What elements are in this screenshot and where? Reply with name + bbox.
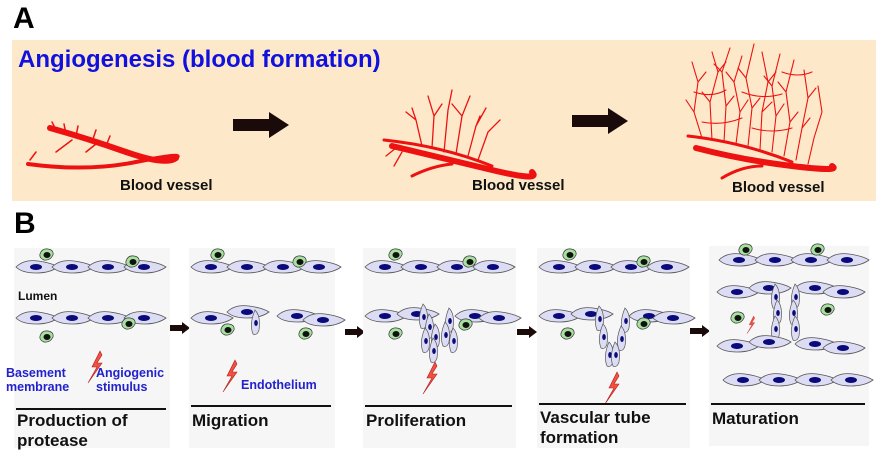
right-arrow-icon — [690, 325, 710, 337]
angiogenesis-banner: Angiogenesis (blood formation) Blood ves… — [12, 40, 876, 201]
stage-divider — [711, 403, 865, 405]
blood-vessel-stage-3 — [685, 43, 837, 180]
endothelial-cells-illustration — [716, 243, 869, 396]
stage-divider — [16, 408, 166, 410]
vessel-caption-1: Blood vessel — [120, 177, 213, 194]
right-arrow-icon — [572, 108, 628, 134]
angiogenic-stimulus-bolt-icon — [746, 315, 755, 334]
stage-migration: Endothelium Migration — [189, 248, 346, 448]
stage-divider — [539, 403, 686, 405]
angiogenic-stimulus-label: Angiogenic stimulus — [96, 366, 165, 394]
endothelial-cells-illustration — [538, 248, 696, 405]
right-arrow-icon — [170, 322, 190, 334]
stage-title: Production of protease — [17, 411, 128, 450]
right-arrow-icon — [517, 326, 537, 338]
stage-title: Proliferation — [366, 411, 467, 430]
right-arrow-icon — [345, 326, 365, 338]
stage-proliferation: Proliferation — [363, 248, 522, 448]
angiogenic-stimulus-bolt-icon — [604, 371, 620, 405]
stage-vascular-tube-formation: Vascular tube formation — [537, 248, 696, 448]
angiogenic-stimulus-bolt-icon — [222, 359, 238, 393]
stage-title: Vascular tube formation — [540, 408, 651, 447]
blood-vessel-stage-1 — [26, 121, 180, 170]
stage-production-of-protease: Lumen Basement membrane Angiogenic stimu… — [6, 248, 170, 450]
vessel-caption-3: Blood vessel — [732, 179, 825, 196]
stage-maturation: Maturation — [709, 243, 869, 446]
lumen-label: Lumen — [18, 289, 58, 303]
stage-divider — [191, 405, 331, 407]
basement-membrane-label: Basement membrane — [6, 366, 70, 394]
stage-title: Migration — [192, 411, 269, 430]
vessel-caption-2: Blood vessel — [472, 177, 565, 194]
stage-title: Maturation — [712, 409, 799, 428]
endothelial-cells-illustration — [190, 248, 346, 393]
angiogenic-stimulus-bolt-icon — [422, 361, 438, 395]
panel-a-label: A — [13, 2, 35, 35]
right-arrow-icon — [233, 112, 289, 138]
endothelium-label: Endothelium — [241, 378, 317, 392]
banner-title: Angiogenesis (blood formation) — [18, 46, 381, 73]
panel-b-label: B — [14, 207, 36, 240]
stage-divider — [365, 405, 512, 407]
blood-vessel-stage-2 — [382, 89, 537, 180]
endothelial-cells-illustration — [364, 248, 522, 395]
